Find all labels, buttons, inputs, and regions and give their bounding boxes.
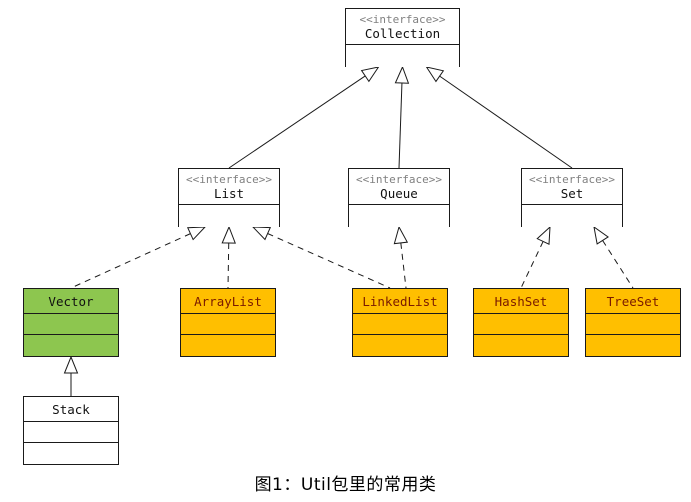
node-header-treeset: TreeSet — [586, 289, 680, 314]
hollow-triangle-arrowhead — [536, 225, 551, 246]
type-name: ArrayList — [194, 293, 262, 309]
node-attributes-compartment — [353, 314, 447, 335]
class-node-treeset[interactable]: TreeSet — [585, 288, 681, 357]
stereotype-label: <<interface>> — [185, 172, 273, 186]
class-node-arraylist[interactable]: ArrayList — [180, 288, 276, 357]
node-header-arraylist: ArrayList — [181, 289, 275, 314]
stereotype-label: <<interface>> — [355, 172, 443, 186]
class-node-hashset[interactable]: HashSet — [473, 288, 569, 357]
node-attributes-compartment — [522, 205, 622, 227]
edge-arraylist-to-list — [227, 242, 230, 289]
class-node-collection[interactable]: <<interface>> Collection — [345, 8, 460, 67]
node-header-collection: <<interface>> Collection — [346, 9, 459, 45]
edge-linkedlist-to-list — [267, 233, 391, 289]
edge-set-to-collection — [439, 75, 573, 169]
edge-linkedlist-to-queue — [400, 242, 407, 289]
hollow-triangle-arrowhead — [425, 66, 445, 83]
type-name: Collection — [364, 25, 441, 41]
hollow-triangle-arrowhead — [251, 226, 272, 241]
class-node-set[interactable]: <<interface>> Set — [521, 168, 623, 227]
class-node-linkedlist[interactable]: LinkedList — [352, 288, 448, 357]
hollow-triangle-arrowhead — [394, 65, 410, 84]
stereotype-label: <<interface>> — [528, 172, 616, 186]
node-attributes-compartment — [24, 314, 118, 335]
node-operations-compartment — [24, 443, 118, 464]
type-name: Queue — [380, 185, 418, 201]
hollow-triangle-arrowhead — [360, 66, 380, 83]
edge-vector-to-list — [70, 233, 191, 289]
hollow-triangle-arrowhead — [393, 225, 409, 245]
type-name: List — [213, 185, 245, 201]
class-node-queue[interactable]: <<interface>> Queue — [348, 168, 450, 227]
node-operations-compartment — [474, 335, 568, 356]
node-attributes-compartment — [586, 314, 680, 335]
type-name: HashSet — [494, 293, 548, 309]
type-name: Vector — [48, 293, 94, 309]
type-name: Stack — [52, 401, 90, 417]
node-operations-compartment — [24, 335, 118, 356]
node-header-vector: Vector — [24, 289, 118, 314]
node-attributes-compartment — [181, 314, 275, 335]
edge-treeset-to-set — [602, 240, 634, 289]
node-attributes-compartment — [24, 422, 118, 443]
hollow-triangle-arrowhead — [63, 355, 79, 374]
node-operations-compartment — [586, 335, 680, 356]
hollow-triangle-arrowhead — [593, 225, 609, 245]
type-name: TreeSet — [606, 293, 660, 309]
type-name: Set — [560, 185, 584, 201]
node-attributes-compartment — [179, 205, 279, 227]
hollow-triangle-arrowhead — [186, 226, 207, 241]
figure-caption: 图1：Util包里的常用类 — [254, 475, 437, 495]
node-header-list: <<interface>> List — [179, 169, 279, 205]
edge-list-to-collection — [228, 75, 366, 169]
node-header-stack: Stack — [24, 397, 118, 422]
class-node-vector[interactable]: Vector — [23, 288, 119, 357]
class-node-stack[interactable]: Stack — [23, 396, 119, 465]
edge-hashset-to-set — [520, 241, 544, 289]
node-attributes-compartment — [349, 205, 449, 227]
class-node-list[interactable]: <<interface>> List — [178, 168, 280, 227]
edge-queue-to-collection — [398, 82, 403, 169]
node-header-linkedlist: LinkedList — [353, 289, 447, 314]
hollow-triangle-arrowhead — [221, 225, 236, 244]
node-operations-compartment — [353, 335, 447, 356]
node-header-queue: <<interface>> Queue — [349, 169, 449, 205]
node-operations-compartment — [181, 335, 275, 356]
node-header-hashset: HashSet — [474, 289, 568, 314]
node-attributes-compartment — [346, 45, 459, 67]
stereotype-label: <<interface>> — [359, 12, 446, 26]
node-attributes-compartment — [474, 314, 568, 335]
type-name: LinkedList — [362, 293, 438, 309]
node-header-set: <<interface>> Set — [522, 169, 622, 205]
